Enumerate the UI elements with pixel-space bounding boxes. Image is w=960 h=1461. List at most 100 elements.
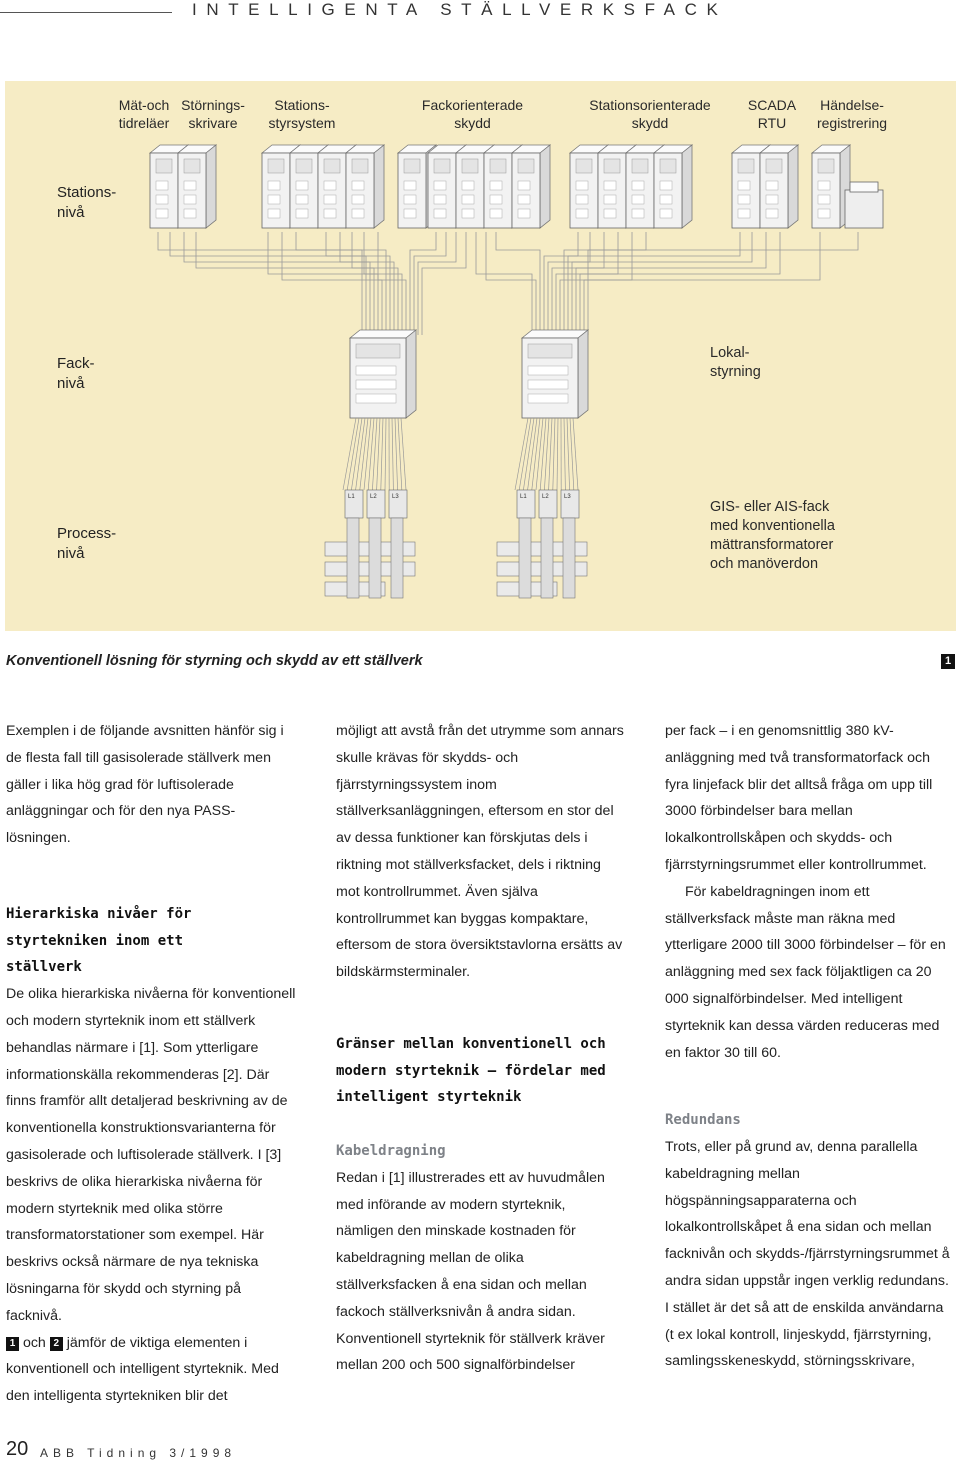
process-cable xyxy=(367,417,375,491)
process-cable xyxy=(523,417,535,491)
process-cable xyxy=(351,417,363,491)
station-cabinet-module xyxy=(295,208,309,219)
paragraph: Trots, eller på grund av, denna parallel… xyxy=(665,1138,950,1370)
process-cable xyxy=(346,417,360,491)
process-cable xyxy=(376,417,381,491)
station-cabinet-module xyxy=(659,180,673,191)
process-cable xyxy=(363,417,372,491)
level-process: Process- nivå xyxy=(57,525,117,562)
station-cabinet-module xyxy=(267,208,281,219)
station-cabinet-module xyxy=(461,208,475,219)
label-scada-rtu: SCADA RTU xyxy=(747,97,797,131)
bay-cabinet-side xyxy=(405,329,417,419)
figure-caption: Konventionell lösning för styrning och s… xyxy=(6,653,423,669)
gis-bay-pole xyxy=(346,517,360,599)
bay-cabinet-top xyxy=(520,329,590,339)
station-cabinet-module xyxy=(575,180,589,191)
station-cabinet-module xyxy=(155,194,169,205)
station-cabinet-panel xyxy=(267,158,285,174)
signal-cable xyxy=(351,232,399,335)
figure-number: 1 xyxy=(941,654,955,669)
bay-cabinet-top xyxy=(348,329,418,339)
signal-cable xyxy=(555,232,619,335)
station-cabinet-module xyxy=(155,208,169,219)
gis-bay-phase-label: L2 xyxy=(370,494,377,500)
text-column-2: möjligt att avstå från det utrymme som a… xyxy=(336,718,626,1379)
station-cabinet-panel xyxy=(403,158,421,174)
section-heading: Gränser mellan konventionell och modern … xyxy=(336,1035,606,1106)
process-cable xyxy=(372,417,378,491)
bay-cabinet-side xyxy=(577,329,589,419)
gis-bay-phase-label: L1 xyxy=(348,494,355,500)
page-number: 20 xyxy=(6,1438,29,1460)
process-cable xyxy=(359,417,369,491)
station-cabinet-panel xyxy=(433,158,451,174)
level-bay: Fack- nivå xyxy=(57,355,95,392)
station-cabinet-panel xyxy=(155,158,173,174)
station-cabinet-module xyxy=(575,194,589,205)
paragraph: Exemplen i de följande avsnitten hänför … xyxy=(6,723,284,847)
process-cable xyxy=(380,417,384,491)
station-cabinet-module xyxy=(817,180,831,191)
station-cabinet-panel xyxy=(323,158,341,174)
station-cabinet-module xyxy=(403,194,417,205)
station-cabinet-module xyxy=(351,208,365,219)
station-cabinet-module xyxy=(183,180,197,191)
signal-cable xyxy=(325,232,391,335)
process-cable xyxy=(391,417,394,491)
header-rule xyxy=(0,12,172,13)
station-cabinet-side xyxy=(205,144,217,229)
station-cabinet-module xyxy=(817,208,831,219)
label-local-control: Lokal- styrning xyxy=(710,345,761,380)
text-column-3: per fack – i en genomsnittlig 380 kV-anl… xyxy=(665,718,955,1375)
process-cable xyxy=(355,417,366,491)
paragraph: möjligt att avstå från det utrymme som a… xyxy=(336,723,624,981)
signal-cable xyxy=(421,232,467,335)
signal-cable xyxy=(579,232,781,335)
subsection-heading: Redundans xyxy=(665,1112,741,1129)
signal-cable xyxy=(587,232,859,335)
process-cable xyxy=(556,417,559,491)
process-cable xyxy=(394,417,398,491)
station-cabinet-panel xyxy=(603,158,621,174)
process-cable xyxy=(527,417,538,491)
station-cabinet-module xyxy=(295,194,309,205)
station-cabinet-side xyxy=(681,144,693,229)
label-bay-protection: Fackorienterade skydd xyxy=(421,97,524,131)
station-cabinet-module xyxy=(603,180,617,191)
station-cabinet-module xyxy=(351,194,365,205)
station-cabinet-module xyxy=(631,194,645,205)
station-cabinet-panel xyxy=(765,158,783,174)
paragraph: De olika hierarkiska nivåerna för konven… xyxy=(6,986,296,1324)
station-cabinet-module xyxy=(433,208,447,219)
station-cabinet-module xyxy=(517,180,531,191)
station-cabinet-module xyxy=(403,208,417,219)
station-cabinet-module xyxy=(489,180,503,191)
station-cabinet-module xyxy=(631,208,645,219)
gis-bay-phase-label: L3 xyxy=(564,494,571,500)
station-cabinet-panel xyxy=(659,158,677,174)
paragraph: Redan i [1] illustrerades ett av huvudmå… xyxy=(336,1169,605,1374)
station-cabinet-panel xyxy=(183,158,201,174)
station-cabinet-module xyxy=(351,180,365,191)
signal-cable xyxy=(495,232,541,335)
level-station: Stations- nivå xyxy=(57,184,117,221)
gis-bay-pole xyxy=(562,517,576,599)
station-cabinet-module xyxy=(659,194,673,205)
signal-cable xyxy=(575,232,767,335)
station-cabinet-module xyxy=(433,194,447,205)
bay-cabinet-module xyxy=(527,365,569,376)
label-event-recording: Händelse- registrering xyxy=(816,97,888,131)
paragraph-text: jämför de viktiga elementen i konvention… xyxy=(6,1334,279,1405)
gis-bay-pole xyxy=(518,517,532,599)
process-cable xyxy=(539,417,547,491)
station-cabinet-module xyxy=(323,180,337,191)
station-cabinet-module xyxy=(737,180,751,191)
gis-bay-phase-label: L1 xyxy=(520,494,527,500)
station-cabinet-module xyxy=(433,180,447,191)
publication-name: ABB Tidning 3/1998 xyxy=(40,1446,237,1460)
station-cabinet-module xyxy=(737,194,751,205)
process-cable xyxy=(569,417,575,491)
station-cabinet-module xyxy=(765,180,779,191)
station-cabinet-module xyxy=(155,180,169,191)
